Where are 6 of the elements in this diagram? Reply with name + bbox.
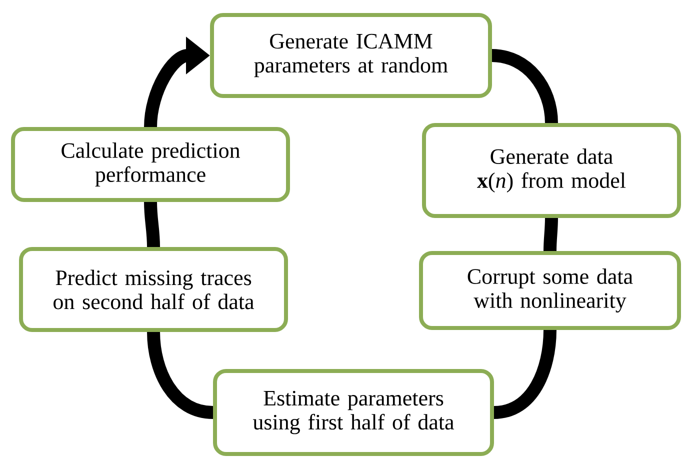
- step-box: Generate ICAMM parameters at random: [210, 13, 492, 98]
- step-box: Calculate prediction performance: [11, 127, 290, 202]
- step-box: Corrupt some data with nonlinearity: [419, 251, 681, 330]
- step-box: Predict missing traces on second half of data: [19, 247, 288, 332]
- step-box: Generate data x(n) from model: [422, 123, 681, 218]
- step-box: Estimate parameters using first half of data: [213, 368, 494, 456]
